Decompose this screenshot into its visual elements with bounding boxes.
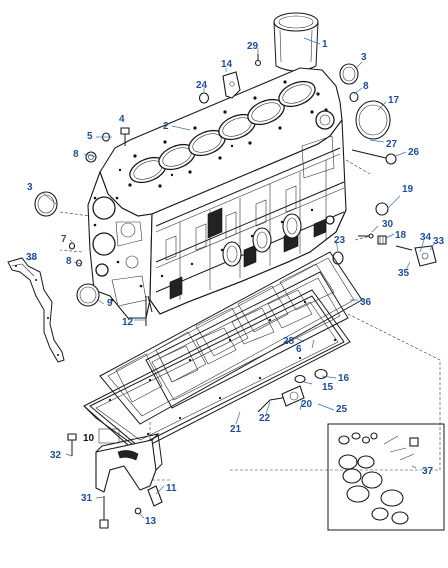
callout-26: 26 [408,147,420,158]
callout-2: 2 [163,121,169,132]
callout-5: 5 [87,131,93,142]
callout-37: 37 [422,466,434,477]
callout-27: 27 [386,139,398,150]
cover-plate [395,245,437,267]
front-gasket [7,257,65,363]
plug [85,151,97,163]
callout-6: 6 [296,344,302,355]
seal [76,283,100,307]
dowel-pin [254,54,262,67]
expansion-plug [198,92,210,104]
callout-13: 13 [145,516,157,527]
callout-14: 14 [221,59,233,70]
fitting [377,235,387,245]
plug [349,91,359,103]
callout-32: 32 [50,450,62,461]
callout-19: 19 [402,184,414,195]
callout-8-b: 8 [363,81,369,92]
callout-35: 35 [398,268,410,279]
plug [375,202,389,216]
callout-17: 17 [388,95,400,106]
callout-3-left: 3 [27,182,33,193]
callout-36: 36 [360,297,372,308]
rear-cover [355,100,391,140]
callout-12: 12 [122,317,134,328]
o-ring [294,374,306,384]
cylinder-liner [273,12,319,72]
main-bearing-cap [95,433,163,493]
callout-38: 38 [26,252,38,263]
washer [134,507,142,515]
callout-30: 30 [382,219,394,230]
mounting-bracket [222,71,241,99]
cup-plug [339,63,359,85]
bolt [120,127,130,146]
callout-33: 33 [433,236,445,247]
callout-leaders [27,37,435,519]
callout-22: 22 [259,413,271,424]
engine-block [87,67,347,319]
callout-11: 11 [166,483,177,494]
callout-29: 29 [247,41,259,52]
callout-8-c: 8 [66,256,72,267]
cup-plug [34,191,58,217]
callout-24: 24 [196,80,208,91]
callout-18: 18 [395,230,407,241]
fitting [358,233,374,239]
callout-34: 34 [420,232,432,243]
callout-4: 4 [119,114,125,125]
oil-strainer [257,385,305,413]
cap-bolt-short [67,433,77,456]
callout-31: 31 [81,493,93,504]
callout-28: 28 [283,336,295,347]
cap-bolt [99,496,109,529]
callout-20: 20 [301,399,313,410]
callout-10: 10 [83,433,95,444]
o-ring [314,368,328,380]
small-plug [68,242,76,250]
callout-7: 7 [61,234,67,245]
callout-21: 21 [230,424,242,435]
bearing-shell-box [98,428,120,444]
callout-3-top: 3 [361,52,367,63]
callout-25: 25 [336,404,348,415]
callout-15: 15 [322,382,334,393]
callout-labels: 1 2 3 3 4 5 6 7 8 8 8 9 10 11 12 13 14 1… [26,39,445,527]
callout-8-a: 8 [73,149,79,160]
thrust-washer [147,485,163,507]
plug-bolt [351,149,397,165]
repair-kit [327,423,445,531]
callout-23: 23 [334,235,346,246]
callout-16: 16 [338,373,350,384]
callout-9: 9 [107,298,113,309]
callout-1: 1 [322,39,328,50]
